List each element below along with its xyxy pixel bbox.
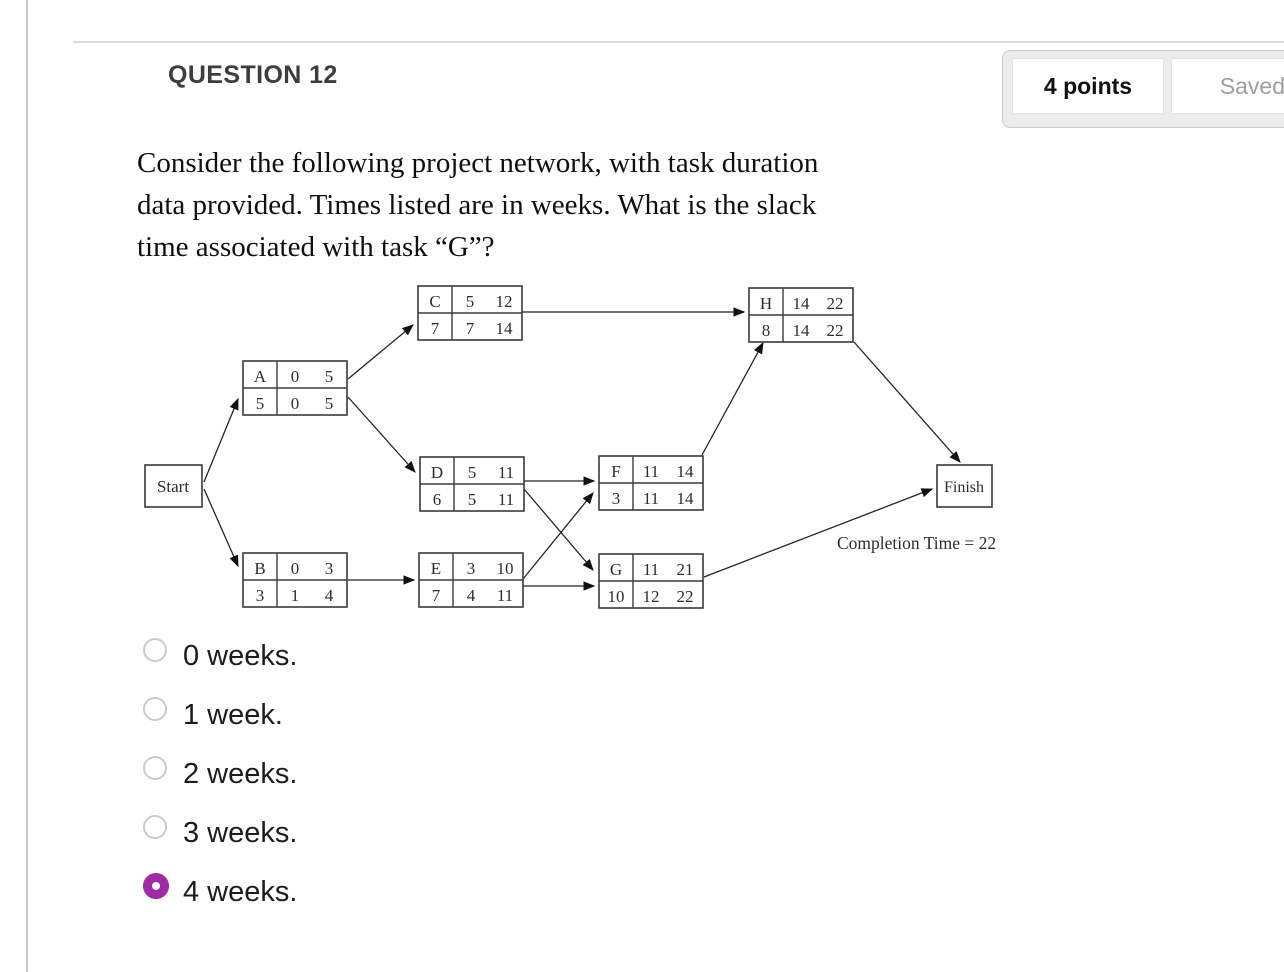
question-text-line: data provided. Times listed are in weeks…	[137, 189, 817, 221]
node-H-lf: 22	[827, 321, 844, 340]
radio-option-0[interactable]	[143, 638, 167, 662]
edge-start-b	[203, 488, 239, 568]
answer-option-label[interactable]: 0 weeks.	[183, 639, 298, 672]
node-start: Start	[144, 464, 203, 508]
node-H-ef: 22	[827, 294, 844, 313]
completion-time-label: Completion Time = 22	[837, 533, 996, 553]
question-text: Consider the following project network, …	[137, 142, 818, 268]
edge-a-d	[347, 396, 416, 473]
edge-d-g	[523, 488, 594, 571]
node-B-duration: 3	[256, 586, 265, 605]
edge-h-finish	[853, 341, 961, 463]
node-F-ef: 14	[677, 462, 695, 481]
edge-a-c	[347, 324, 414, 380]
answer-option[interactable]: 4 weeks.	[143, 868, 297, 916]
answer-option-label[interactable]: 1 week.	[183, 698, 283, 731]
node-G-ef: 21	[677, 560, 694, 579]
answer-option[interactable]: 0 weeks.	[143, 632, 297, 680]
start-label: Start	[157, 477, 189, 496]
node-B-lf: 4	[325, 586, 334, 605]
grade-pill: 4 points Saved	[1002, 50, 1284, 128]
finish-label: Finish	[944, 479, 984, 496]
radio-option-3[interactable]	[143, 815, 167, 839]
node-B-es: 0	[291, 559, 300, 578]
node-H-es: 14	[793, 294, 811, 313]
node-D-lf: 11	[498, 490, 514, 509]
points-badge: 4 points	[1012, 58, 1164, 114]
node-A-es: 0	[291, 367, 300, 386]
page-left-border	[26, 0, 28, 972]
edge-start-a	[203, 397, 239, 483]
question-text-line: time associated with task “G”?	[137, 231, 495, 263]
node-B-ef: 3	[325, 559, 334, 578]
node-E-es: 3	[467, 559, 476, 578]
answer-option-label[interactable]: 2 weeks.	[183, 757, 298, 790]
edge-e-f	[522, 492, 594, 580]
node-G-lf: 22	[677, 587, 694, 606]
answer-option[interactable]: 3 weeks.	[143, 809, 297, 857]
node-H-duration: 8	[762, 321, 771, 340]
node-D-duration: 6	[433, 490, 442, 509]
node-G-duration: 10	[608, 587, 625, 606]
node-E-name: E	[431, 559, 441, 578]
radio-option-1[interactable]	[143, 697, 167, 721]
answer-option-label[interactable]: 4 weeks.	[183, 875, 298, 908]
node-E-ls: 4	[467, 586, 476, 605]
node-A-ls: 0	[291, 394, 300, 413]
node-F: F 3 11 14 11 14	[598, 455, 704, 511]
question-title: QUESTION 12	[168, 61, 338, 89]
header-divider	[73, 41, 1284, 43]
node-E-ef: 10	[497, 559, 514, 578]
node-D-ls: 5	[468, 490, 477, 509]
node-A-lf: 5	[325, 394, 334, 413]
node-C-duration: 7	[431, 319, 440, 338]
answer-option[interactable]: 1 week.	[143, 691, 297, 739]
node-E: E 7 3 10 4 11	[418, 552, 524, 608]
node-D-ef: 11	[498, 463, 514, 482]
node-A-duration: 5	[256, 394, 265, 413]
save-status-badge: Saved	[1171, 58, 1284, 114]
node-finish: Finish	[936, 464, 993, 508]
edge-f-h	[701, 341, 764, 456]
node-H-name: H	[760, 294, 772, 313]
node-C-lf: 14	[496, 319, 514, 338]
node-A-ef: 5	[325, 367, 334, 386]
node-C-ef: 12	[496, 292, 513, 311]
answer-option-label[interactable]: 3 weeks.	[183, 816, 298, 849]
node-A: A 5 0 5 0 5	[242, 360, 348, 416]
node-F-es: 11	[643, 462, 659, 481]
node-D-name: D	[431, 463, 443, 482]
radio-option-4[interactable]	[143, 873, 169, 899]
node-G: G 10 11 21 12 22	[598, 553, 704, 609]
node-H: H 8 14 22 14 22	[748, 287, 854, 343]
node-C-es: 5	[466, 292, 475, 311]
answer-option[interactable]: 2 weeks.	[143, 750, 297, 798]
edge-g-finish	[703, 488, 934, 578]
node-F-lf: 14	[677, 489, 695, 508]
node-F-ls: 11	[643, 489, 659, 508]
node-H-ls: 14	[793, 321, 811, 340]
node-D-es: 5	[468, 463, 477, 482]
node-G-es: 11	[643, 560, 659, 579]
node-E-duration: 7	[432, 586, 441, 605]
diagram-edges	[203, 307, 961, 591]
node-C-ls: 7	[466, 319, 475, 338]
node-C: C 7 5 12 7 14	[417, 285, 523, 341]
node-B-name: B	[254, 559, 265, 578]
node-B: B 3 0 3 1 4	[242, 552, 348, 608]
node-B-ls: 1	[291, 586, 300, 605]
node-F-duration: 3	[612, 489, 621, 508]
node-D: D 6 5 11 5 11	[419, 456, 525, 512]
project-network-diagram: Start A 5 0 5 0 5 B 3 0 3 1 4 C 7 5 12 7…	[144, 285, 996, 609]
answer-options: 0 weeks. 1 week. 2 weeks. 3 weeks. 4 wee…	[143, 632, 297, 927]
node-F-name: F	[611, 462, 620, 481]
node-A-name: A	[254, 367, 267, 386]
question-text-line: Consider the following project network, …	[137, 147, 819, 179]
node-E-lf: 11	[497, 586, 513, 605]
node-C-name: C	[429, 292, 440, 311]
radio-option-2[interactable]	[143, 756, 167, 780]
node-G-ls: 12	[643, 587, 660, 606]
node-G-name: G	[610, 560, 622, 579]
